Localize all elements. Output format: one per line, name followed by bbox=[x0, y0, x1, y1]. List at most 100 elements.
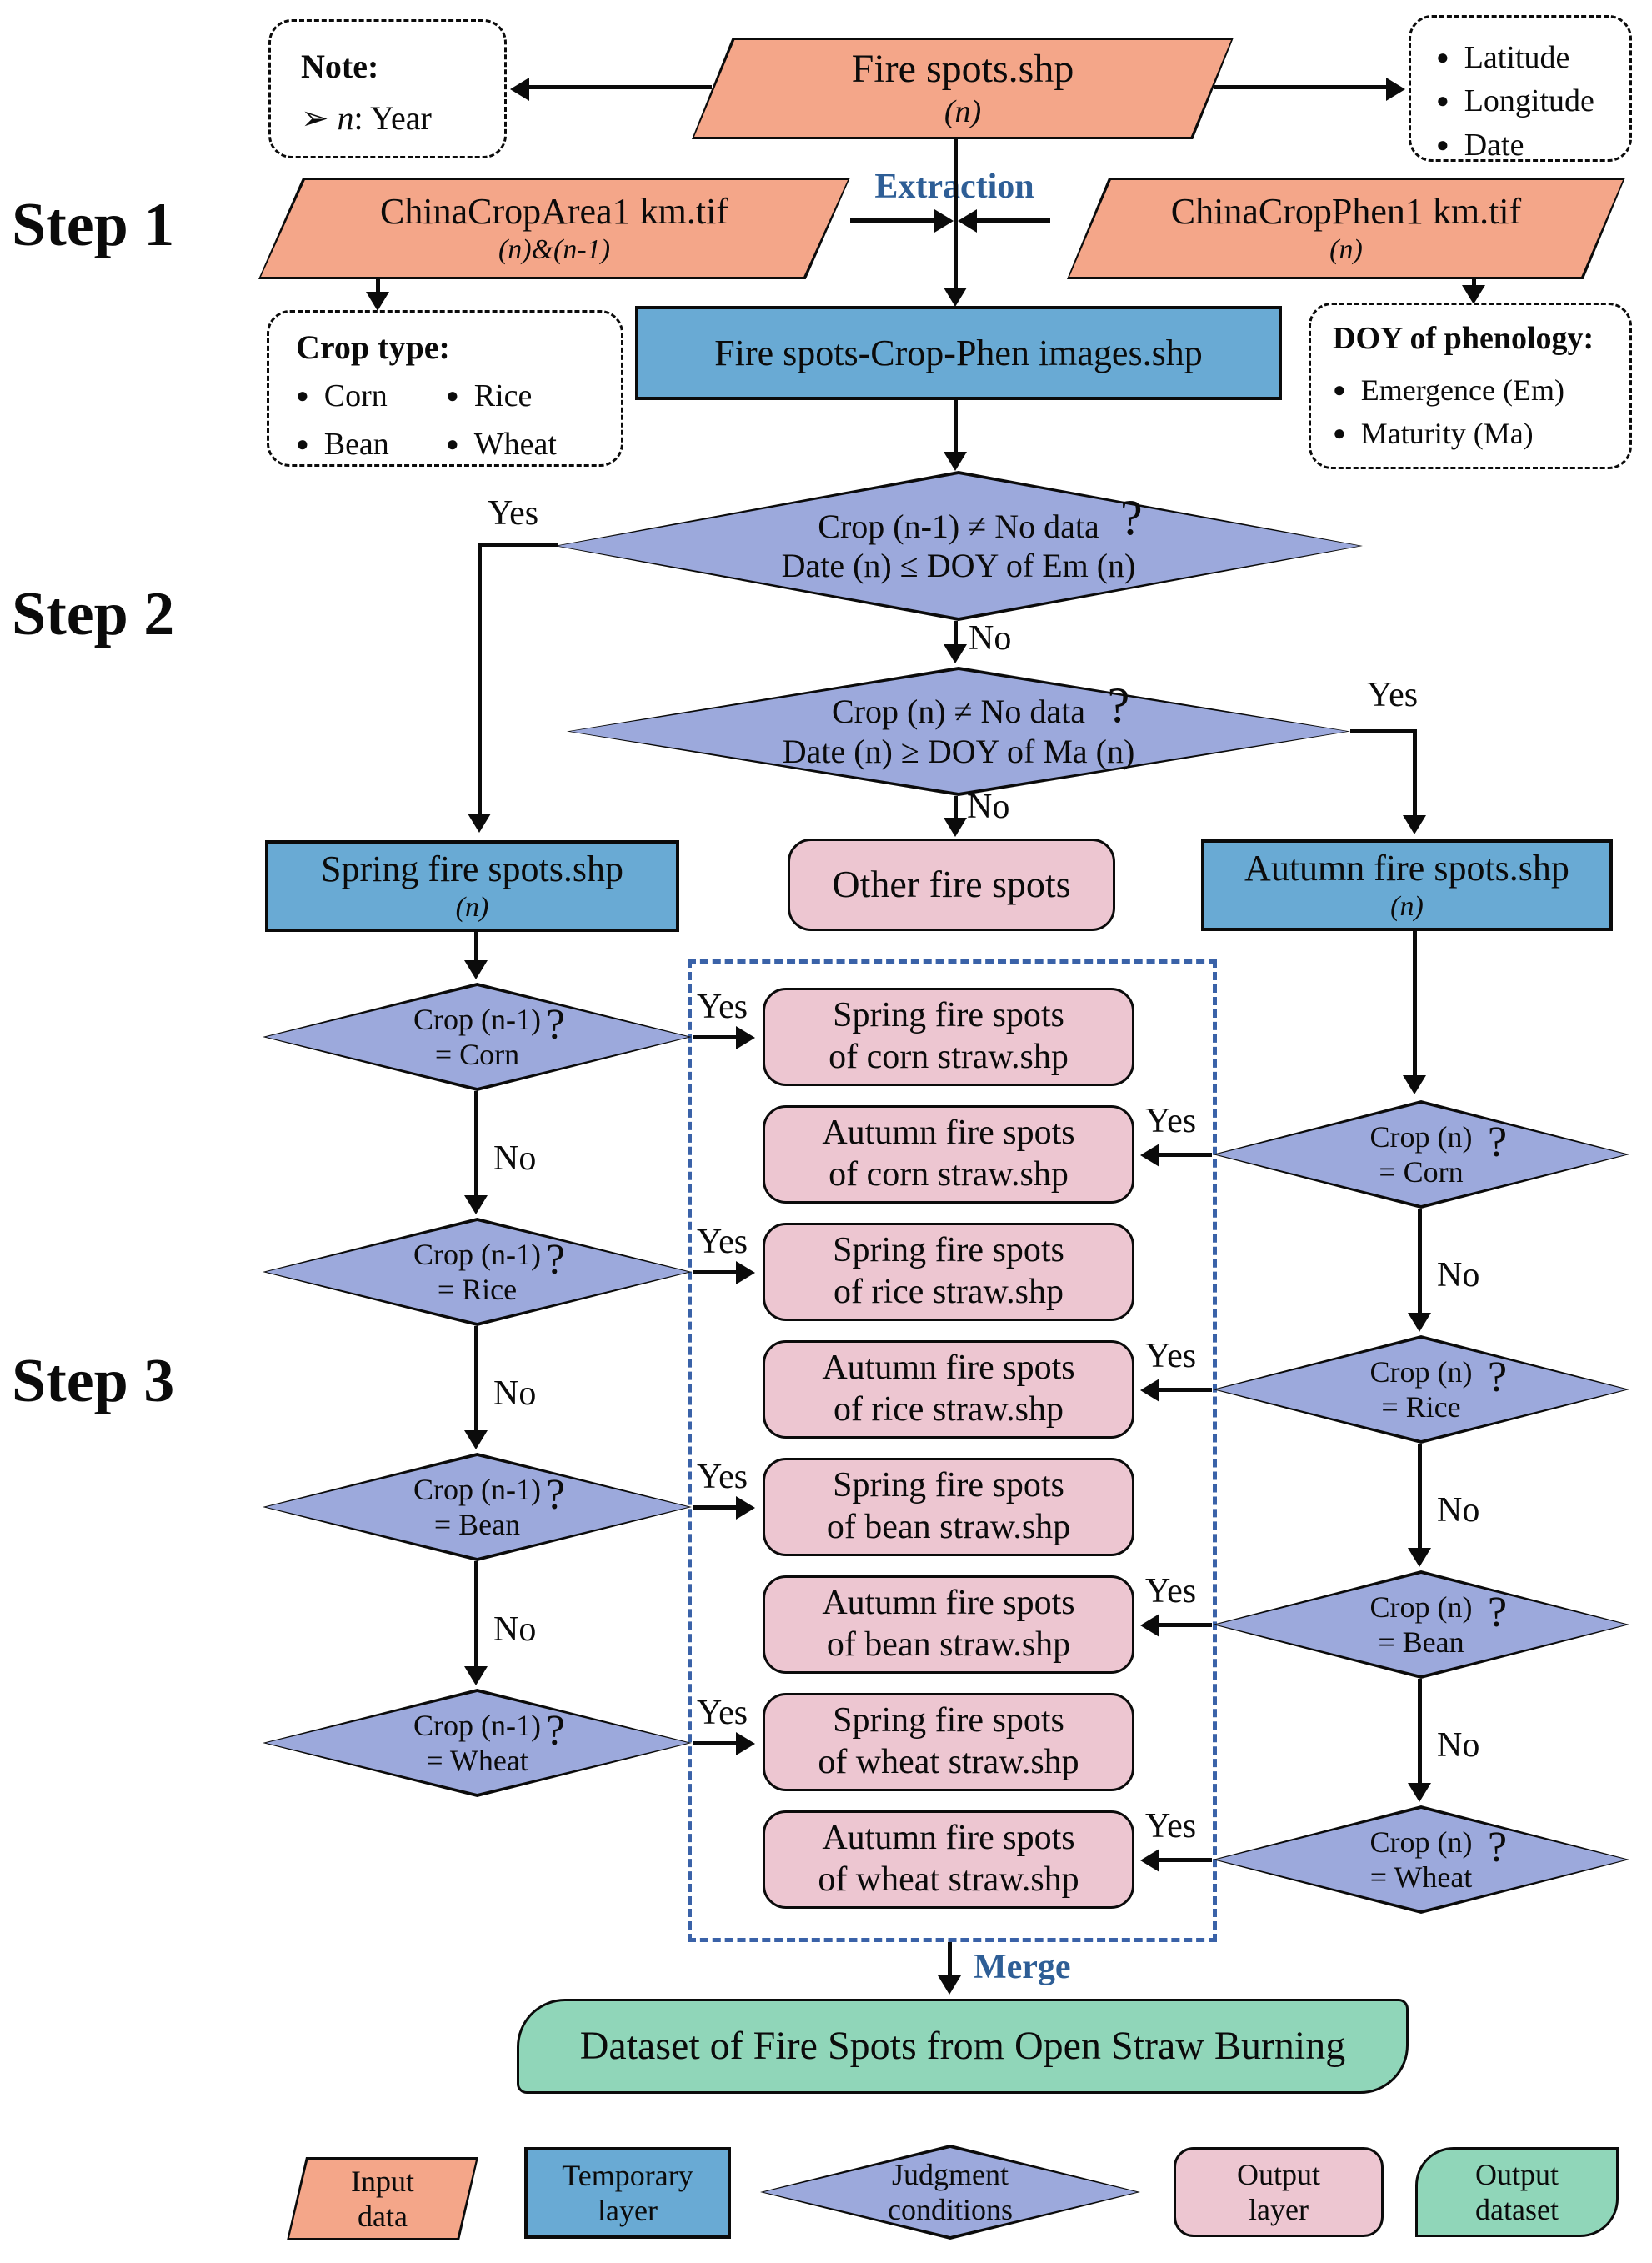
connector-line bbox=[693, 1270, 737, 1274]
bullet-icon: ● bbox=[446, 432, 459, 456]
connector-line bbox=[954, 139, 958, 289]
decision-prev-rice: Crop (n-1)= Rice ? bbox=[263, 1218, 692, 1326]
step-3-label: Step 3 bbox=[12, 1347, 175, 1415]
arrowhead-right-icon bbox=[736, 1496, 755, 1520]
arrowhead-down-icon bbox=[1408, 1548, 1431, 1567]
connector-line bbox=[1159, 1858, 1212, 1862]
decision-cur-corn: Crop (n)= Corn ? bbox=[1213, 1100, 1629, 1209]
field-item: ●Latitude bbox=[1436, 40, 1570, 75]
doy-title: DOY of phenology: bbox=[1333, 321, 1594, 356]
connector-line bbox=[850, 218, 937, 223]
arrowhead-down-icon bbox=[944, 288, 967, 307]
outputs-region bbox=[688, 959, 1217, 1942]
decision-line1: Crop (n-1) ≠ No data bbox=[818, 507, 1099, 545]
fire-spots-node: Fire spots.shp (n) bbox=[692, 38, 1234, 139]
no-label: No bbox=[1437, 1256, 1480, 1294]
decision-cur-bean: Crop (n)= Bean ? bbox=[1213, 1570, 1629, 1679]
arrowhead-left-icon bbox=[1140, 1144, 1159, 1167]
other-fire-spots-node: Other fire spots bbox=[788, 839, 1115, 931]
dataset-title: Dataset of Fire Spots from Open Straw Bu… bbox=[579, 2023, 1346, 2068]
connector-line bbox=[1418, 1209, 1422, 1314]
connector-line bbox=[1159, 1153, 1212, 1157]
doy-item: ●Maturity (Ma) bbox=[1333, 417, 1534, 451]
doy-item: ●Emergence (Em) bbox=[1333, 373, 1564, 407]
crop-type-box: Crop type: ●Corn ●Rice ●Bean ●Wheat bbox=[267, 310, 623, 467]
connector-line bbox=[1418, 1679, 1422, 1785]
arrowhead-down-icon bbox=[1403, 815, 1426, 834]
crop-type-item: ●Wheat bbox=[446, 427, 557, 462]
no-label: No bbox=[493, 1610, 537, 1649]
arrowhead-right-icon bbox=[736, 1261, 755, 1284]
decision-prev-wheat: Crop (n-1)= Wheat ? bbox=[263, 1689, 692, 1797]
connector-line bbox=[693, 1505, 737, 1510]
no-label: No bbox=[1437, 1726, 1480, 1765]
crop-type-item: ●Rice bbox=[446, 378, 533, 413]
arrowhead-down-icon bbox=[1408, 1313, 1431, 1332]
connector-line bbox=[954, 400, 958, 453]
arrowhead-down-icon bbox=[938, 1975, 961, 1995]
arrowhead-down-icon bbox=[366, 292, 389, 311]
connector-line bbox=[1159, 1388, 1212, 1392]
yes-label: Yes bbox=[1367, 676, 1419, 714]
field-item: ●Longitude bbox=[1436, 83, 1594, 119]
proc-images-node: Fire spots-Crop-Phen images.shp bbox=[635, 306, 1282, 400]
decision-line1: Crop (n) ≠ No data bbox=[831, 693, 1086, 731]
yes-label: Yes bbox=[1145, 1572, 1197, 1610]
arrowhead-down-icon bbox=[464, 1195, 488, 1214]
crop-phen-node: ChinaCropPhen1 km.tif (n) bbox=[1067, 178, 1625, 279]
decision-emergence: Crop (n-1) ≠ No data Date (n) ≤ DOY of E… bbox=[554, 471, 1363, 621]
arrowhead-right-icon bbox=[736, 1026, 755, 1049]
no-label: No bbox=[967, 788, 1010, 826]
connector-line bbox=[481, 543, 558, 547]
yes-label: Yes bbox=[1145, 1337, 1197, 1375]
question-mark: ? bbox=[545, 1470, 565, 1519]
arrowhead-down-icon bbox=[1408, 1783, 1431, 1802]
arrowhead-left-icon bbox=[958, 209, 977, 233]
fire-spots-title: Fire spots.shp bbox=[851, 47, 1074, 92]
arrowhead-right-icon bbox=[934, 209, 954, 233]
crop-area-years: (n)&(n-1) bbox=[498, 233, 611, 265]
decision-prev-bean: Crop (n-1)= Bean ? bbox=[263, 1453, 692, 1561]
decision-line2: Date (n) ≥ DOY of Ma (n) bbox=[782, 732, 1135, 770]
decision-line2: Date (n) ≤ DOY of Em (n) bbox=[781, 547, 1136, 584]
arrowhead-left-icon bbox=[1140, 1849, 1159, 1872]
yes-label: Yes bbox=[1145, 1807, 1197, 1845]
connector-line bbox=[1159, 1623, 1212, 1627]
arrowhead-right-icon bbox=[1386, 78, 1405, 101]
bullet-icon: ● bbox=[1333, 378, 1346, 402]
yes-label: Yes bbox=[488, 494, 539, 533]
note-title: Note: bbox=[301, 48, 379, 85]
bullet-icon: ● bbox=[1436, 88, 1449, 113]
crop-type-title: Crop type: bbox=[296, 328, 450, 366]
bullet-icon: ● bbox=[1333, 421, 1346, 446]
note-box: Note: ➢ n: Year bbox=[268, 19, 507, 158]
yes-label: Yes bbox=[697, 1223, 748, 1261]
decision-maturity: Crop (n) ≠ No data Date (n) ≥ DOY of Ma … bbox=[567, 667, 1350, 796]
connector-line bbox=[474, 1091, 478, 1197]
arrowhead-right-icon bbox=[736, 1732, 755, 1755]
connector-line bbox=[1413, 729, 1417, 817]
arrowhead-down-icon bbox=[944, 452, 967, 471]
question-mark: ? bbox=[545, 1235, 565, 1284]
crop-phen-year: (n) bbox=[1329, 233, 1363, 265]
crop-type-item: ●Corn bbox=[296, 378, 388, 413]
connector-line bbox=[528, 85, 712, 89]
yes-label: Yes bbox=[697, 1458, 748, 1496]
doy-box: DOY of phenology: ●Emergence (Em) ●Matur… bbox=[1309, 303, 1632, 469]
arrowhead-down-icon bbox=[464, 960, 488, 979]
question-mark: ? bbox=[545, 1706, 565, 1755]
connector-line bbox=[954, 796, 958, 819]
connector-line bbox=[474, 932, 478, 962]
crop-area-title: ChinaCropArea1 km.tif bbox=[380, 190, 728, 232]
arrowhead-left-icon bbox=[510, 78, 529, 101]
yes-label: Yes bbox=[697, 1694, 748, 1732]
no-label: No bbox=[969, 619, 1012, 658]
step-2-label: Step 2 bbox=[12, 580, 175, 648]
